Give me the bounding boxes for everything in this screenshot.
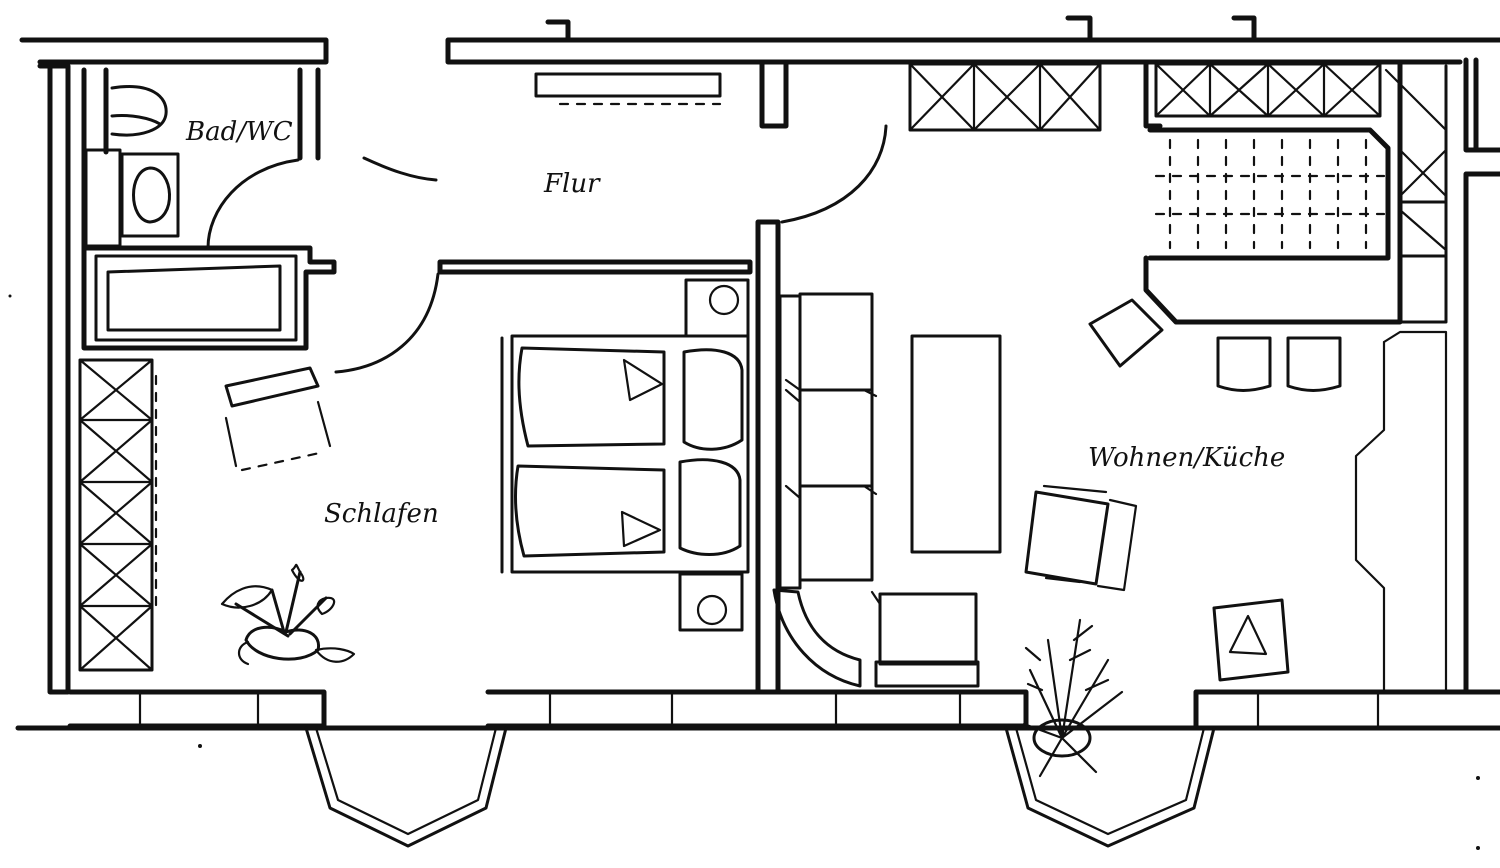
double-bed-icon xyxy=(500,278,750,632)
room-label-bedroom: Schlafen xyxy=(324,499,439,529)
bathtub-icon xyxy=(106,264,282,332)
wardrobe-icon xyxy=(78,358,158,672)
counter-outline xyxy=(1354,330,1448,694)
staircase-icon xyxy=(1154,138,1386,250)
room-label-hall: Flur xyxy=(543,169,601,199)
bay-window-living xyxy=(1004,726,1216,848)
armchair-icon xyxy=(224,366,332,472)
toilet-icon xyxy=(110,85,168,137)
kitchen-chairs-icon xyxy=(1088,298,1342,392)
room-label-bath: Bad/WC xyxy=(185,117,293,147)
room-label-living: Wohnen/Küche xyxy=(1088,443,1285,473)
interior-walls xyxy=(81,59,1448,695)
outer-walls xyxy=(15,15,1500,731)
living-armchair-icon xyxy=(1024,484,1138,592)
bay-window-bedroom xyxy=(304,726,508,848)
lamp-table-icon xyxy=(1212,598,1290,682)
kitchen-cabinets-icon xyxy=(908,62,1448,252)
sink-icon xyxy=(84,148,180,248)
plant-icon xyxy=(220,563,356,666)
bathroom-fixtures xyxy=(84,85,282,332)
doors xyxy=(206,124,888,374)
sofa-icon xyxy=(772,292,980,688)
coffee-table-icon xyxy=(910,334,1002,554)
palm-plant-icon xyxy=(1022,618,1124,778)
radiator-icon xyxy=(534,72,722,106)
scan-specks xyxy=(8,294,1480,850)
